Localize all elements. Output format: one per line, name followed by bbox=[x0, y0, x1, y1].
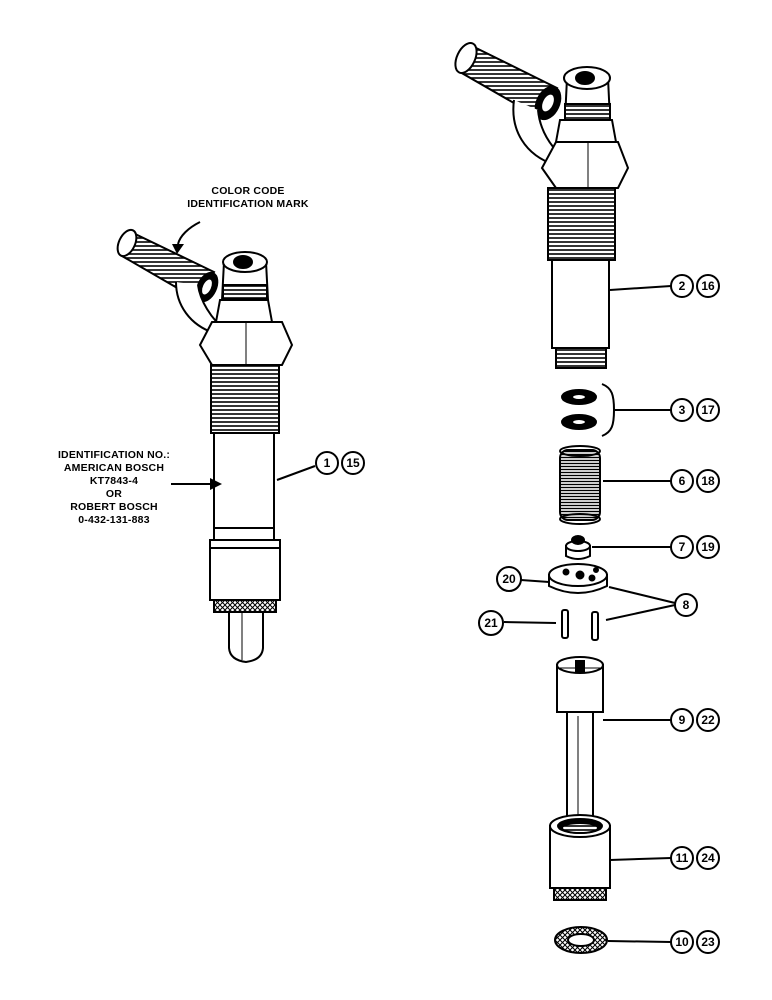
callout-text-16: 16 bbox=[701, 279, 715, 293]
leader-lines-left bbox=[171, 221, 316, 490]
smooth-body-left bbox=[213, 432, 275, 531]
callout-3 bbox=[670, 398, 694, 422]
ident-line-2: AMERICAN BOSCH bbox=[63, 462, 165, 474]
callout-text-19: 19 bbox=[701, 540, 715, 554]
callout-23 bbox=[696, 930, 720, 954]
callout-text-7: 7 bbox=[679, 540, 686, 554]
callout-21 bbox=[478, 610, 504, 636]
threaded-body-left bbox=[210, 364, 280, 434]
leakoff-fitting-left bbox=[214, 251, 274, 323]
callout-text-24: 24 bbox=[701, 851, 715, 865]
callout-text-8: 8 bbox=[683, 598, 690, 612]
sealing-washer bbox=[554, 926, 608, 954]
inlet-fitting-left bbox=[116, 228, 231, 334]
identification-label: IDENTIFICATION NO.: AMERICAN BOSCH KT784… bbox=[52, 449, 176, 527]
callout-17 bbox=[696, 398, 720, 422]
callout-16 bbox=[696, 274, 720, 298]
intermediate-plate bbox=[548, 563, 608, 594]
callout-2 bbox=[670, 274, 694, 298]
leader-lines-right bbox=[503, 285, 676, 943]
callout-text-18: 18 bbox=[701, 474, 715, 488]
callout-text-21: 21 bbox=[484, 616, 498, 630]
callout-text-20: 20 bbox=[502, 572, 516, 586]
callout-1 bbox=[315, 451, 339, 475]
callout-18 bbox=[696, 469, 720, 493]
callout-19 bbox=[696, 535, 720, 559]
ident-line-5: ROBERT BOSCH bbox=[70, 501, 158, 513]
nozzle-nut bbox=[549, 814, 611, 901]
callout-text-6: 6 bbox=[679, 474, 686, 488]
callout-text-23: 23 bbox=[701, 935, 715, 949]
spring-seat bbox=[565, 535, 591, 560]
shim-bracket bbox=[601, 383, 616, 437]
callout-text-1: 1 bbox=[324, 456, 331, 470]
nozzle-assembly bbox=[556, 656, 604, 833]
nozzle-holder-body bbox=[454, 42, 630, 369]
ident-line-1: IDENTIFICATION NO.: bbox=[57, 449, 171, 461]
color-code-label: COLOR CODE IDENTIFICATION MARK bbox=[178, 185, 318, 211]
callout-24 bbox=[696, 846, 720, 870]
callout-9 bbox=[670, 708, 694, 732]
callout-text-11: 11 bbox=[676, 851, 689, 865]
callout-text-17: 17 bbox=[701, 403, 715, 417]
callout-text-15: 15 bbox=[346, 456, 360, 470]
callout-10 bbox=[670, 930, 694, 954]
ident-line-3: KT7843-4 bbox=[89, 475, 139, 487]
callout-text-2: 2 bbox=[679, 279, 686, 293]
callout-8 bbox=[674, 593, 698, 617]
callout-text-3: 3 bbox=[679, 403, 686, 417]
callout-7 bbox=[670, 535, 694, 559]
callout-text-10: 10 bbox=[675, 935, 689, 949]
callout-11 bbox=[670, 846, 694, 870]
callout-20 bbox=[496, 566, 522, 592]
callout-circles bbox=[315, 274, 720, 954]
callout-22 bbox=[696, 708, 720, 732]
pressure-spring bbox=[559, 445, 601, 525]
nozzle-nut-left bbox=[213, 599, 277, 613]
dowel-pins bbox=[561, 609, 599, 641]
ident-line-4: OR bbox=[105, 488, 123, 500]
ident-line-6: 0-432-131-883 bbox=[78, 514, 150, 526]
color-code-line-1: COLOR CODE bbox=[211, 185, 285, 197]
nozzle-tip-left bbox=[228, 611, 264, 664]
adjusting-shims bbox=[561, 389, 597, 430]
color-code-line-2: IDENTIFICATION MARK bbox=[187, 198, 309, 210]
injector-assembly-left bbox=[116, 228, 294, 664]
callout-text-22: 22 bbox=[701, 713, 715, 727]
callout-6 bbox=[670, 469, 694, 493]
callout-text-9: 9 bbox=[679, 713, 686, 727]
callout-15 bbox=[341, 451, 365, 475]
